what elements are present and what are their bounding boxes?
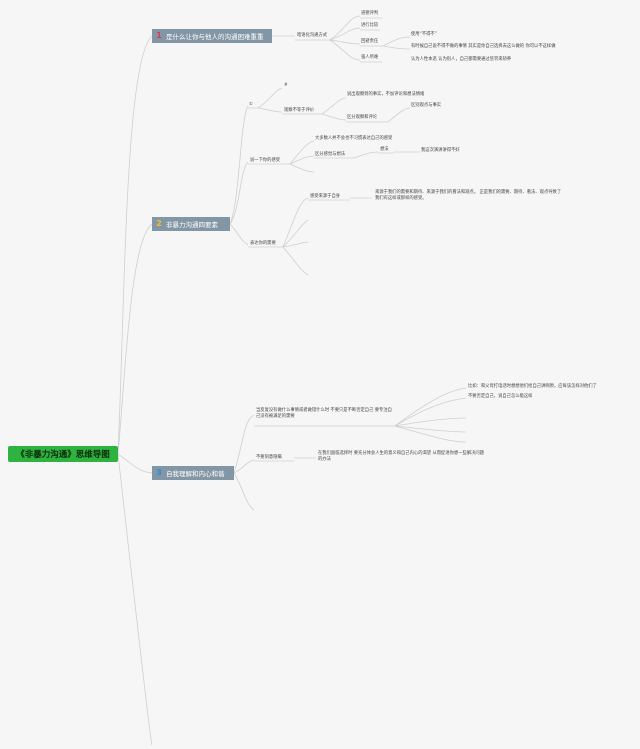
b3-c1: 当反复没有做什么事情或者做错什么时 不要只是不断否定自己 要专注自己没有被满足的… [256, 408, 392, 419]
b2-k2-a: 大多数人并不会也不习惯表达自己的感受 [315, 136, 393, 141]
b2-k3: 表达你的需要 [250, 241, 276, 246]
b2-k1: ① [249, 102, 253, 107]
root-label: 《非暴力沟通》思维导图 [16, 450, 110, 460]
b2-k1-a: 说出观察到的事实，不加评论和想法情绪 [347, 92, 425, 97]
branch-2-label: 非暴力沟通四要素 [166, 221, 218, 229]
b2-k2-b: 区分感觉与想法 [315, 152, 346, 157]
b1-child: 暗语化沟通方式 [297, 33, 328, 38]
branch-3-node[interactable]: 3 自我理解和内心和谐 [152, 466, 234, 480]
b2-k1-b: 区分观察和评论 [347, 115, 378, 120]
b2-k2-b2: 我这次演讲讲得不好 [421, 148, 460, 153]
branch-1-node[interactable]: 1 是什么让你与他人的沟通困难重重 [152, 29, 272, 43]
b2-k2: 说一下你的感受 [250, 158, 281, 163]
b3-c2: 不要刻意隐瞒 [256, 455, 282, 460]
b3-c1-b: 不要否定自己，说自己怎么能这样 [468, 394, 533, 399]
root-node[interactable]: 《非暴力沟通》思维导图 [8, 446, 118, 462]
b1-item-3: 回避责任 [361, 39, 379, 44]
badge-number-1: 1 [156, 31, 162, 40]
branch-3-label: 自我理解和内心和谐 [166, 470, 225, 478]
b2-k1-node: 观察不等于评价 [284, 108, 315, 113]
b1-item-2: 进行比较 [361, 23, 379, 28]
b2-k2-b1: 想法 [380, 147, 389, 152]
badge-number-3: 3 [156, 468, 162, 477]
b1-item-4: 强人所难 [361, 55, 379, 60]
b2-k1-b1: 区别观点与事实 [411, 103, 442, 108]
badge-number-2: 2 [156, 219, 162, 228]
b2-k3-a1: 来源于我们的需要和期待、来源于我们的看法和观点。 正是我们的需要、期待、看法、观… [375, 190, 562, 201]
b3-c2-a: 在我们面临选择时 要充分体会人生的意义和自己内心的渴望 从而促进你想一些解决问题… [318, 451, 485, 462]
b1-force: 认为人性本恶 认为别人，自己都需要通过惩罚来矫养 [411, 57, 512, 62]
b1-avoid-1: 使用“不得不” [411, 32, 437, 37]
b1-item-1: 道德评判 [361, 11, 379, 16]
branch-1-label: 是什么让你与他人的沟通困难重重 [166, 33, 264, 41]
b2-k1-mark: # [284, 83, 288, 88]
b3-c1-a: 比如：和父母打电话时想想他们给自己讲啊原，应每该怎样对他们了 [468, 384, 597, 389]
branch-2-node[interactable]: 2 非暴力沟通四要素 [152, 217, 230, 231]
b1-avoid-2: 有时候自己说不得不做的事情 其实是你自己选择去这么做的 你可以不这样做 [411, 44, 556, 49]
b2-k3-a: 感受来源于自身 [310, 194, 341, 199]
